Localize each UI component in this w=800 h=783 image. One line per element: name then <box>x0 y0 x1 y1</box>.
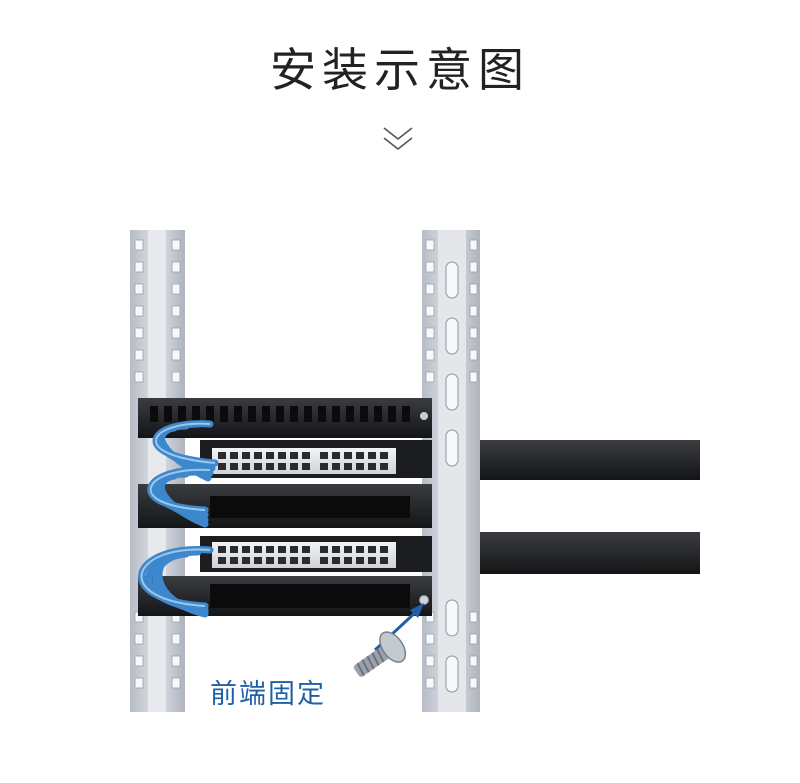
switch-2 <box>200 536 432 572</box>
front-mount-caption: 前端固定 <box>210 679 326 710</box>
cable-manager-1 <box>138 398 432 438</box>
cable-manager-3 <box>138 576 432 616</box>
switch-1 <box>200 440 432 478</box>
screw-icon <box>353 631 407 677</box>
page-title: 安装示意图 <box>270 43 530 97</box>
double-chevron-down-icon <box>383 127 413 151</box>
rear-shelf <box>470 440 700 574</box>
left-rack-rail <box>130 230 185 712</box>
cable-highlights <box>140 422 216 607</box>
